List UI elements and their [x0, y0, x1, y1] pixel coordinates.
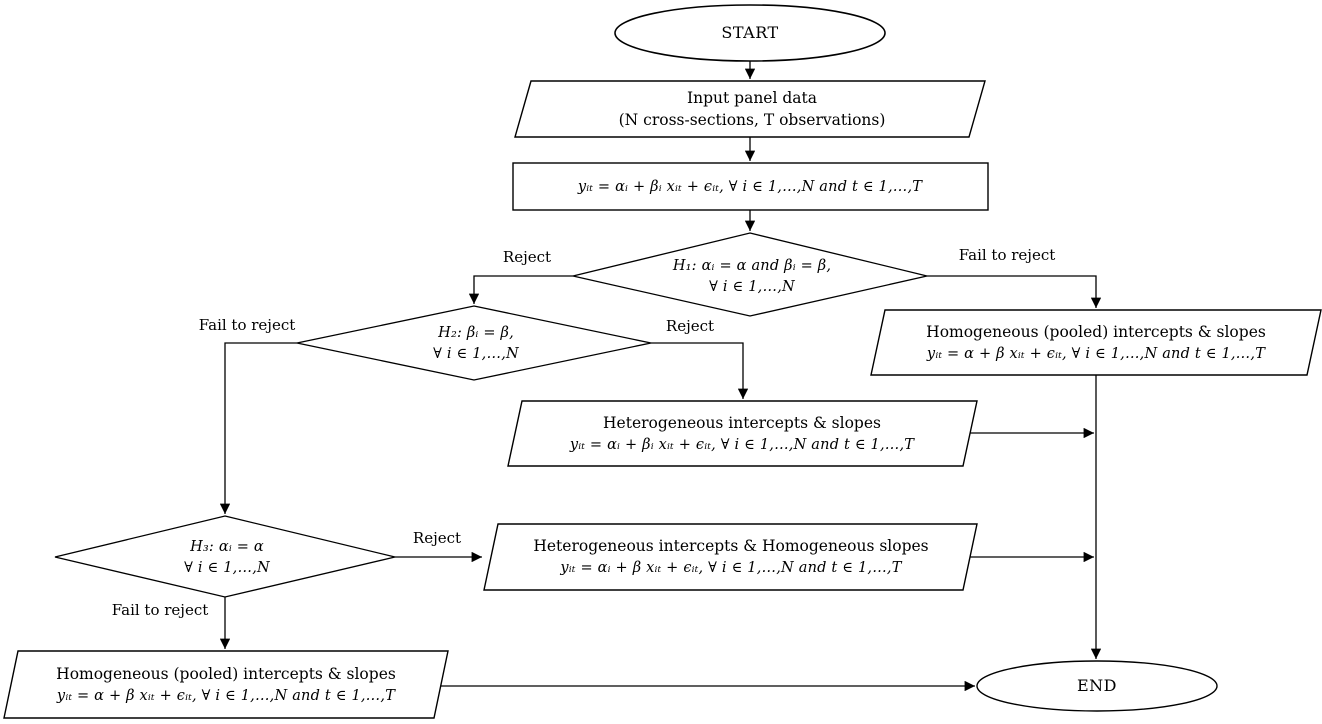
h1-hypothesis: H₁: αᵢ = α and βᵢ = β,	[672, 258, 832, 274]
input-title: Input panel data	[686, 89, 817, 107]
arrow-h2-fail-to-h3	[219, 342, 297, 514]
end-label: END	[1076, 676, 1118, 695]
h3-fail-label: Fail to reject	[111, 601, 209, 619]
het-hom-equation: yᵢₜ = αᵢ + β xᵢₜ + ϵᵢₜ, ∀ i ∈ 1,…,N and …	[560, 560, 902, 576]
hetero-equation: yᵢₜ = αᵢ + βᵢ xᵢₜ + ϵᵢₜ, ∀ i ∈ 1,…,N and…	[569, 437, 915, 453]
start-node: START	[721, 22, 778, 44]
pooled-right-equation: yᵢₜ = α + β xᵢₜ + ϵᵢₜ, ∀ i ∈ 1,…,N and t…	[926, 346, 1266, 362]
h2-decision-shape	[296, 305, 652, 381]
pooled-bottom-parallelogram-shape	[3, 650, 449, 719]
hetero-parallelogram-shape	[507, 400, 978, 467]
pooled-bottom-node: Homogeneous (pooled) intercepts & slopes…	[56, 663, 396, 707]
h1-decision-node: H₁: αᵢ = α and βᵢ = β, ∀ i ∈ 1,…,N	[673, 256, 831, 298]
pooled-right-parallelogram-shape	[870, 309, 1322, 376]
h3-hypothesis: H₃: αᵢ = α	[190, 539, 264, 555]
input-subtitle: (N cross-sections, T observations)	[618, 111, 886, 129]
end-node: END	[1077, 675, 1117, 697]
arrow-h1-reject-to-h2	[468, 275, 573, 304]
end-terminator-shape	[976, 660, 1218, 712]
h3-decision-node: H₃: αᵢ = α ∀ i ∈ 1,…,N	[184, 537, 270, 579]
arrow-h2-reject-to-hetero	[651, 342, 749, 399]
input-parallelogram-shape	[514, 80, 986, 138]
h1-decision-shape	[572, 232, 928, 317]
pooled-right-title: Homogeneous (pooled) intercepts & slopes	[926, 323, 1266, 341]
het-hom-parallelogram-shape	[483, 523, 978, 591]
h3-quantifier: ∀ i ∈ 1,…,N	[184, 560, 270, 576]
h2-hypothesis: H₂: βᵢ = β,	[438, 325, 514, 341]
h1-quantifier: ∀ i ∈ 1,…,N	[709, 279, 795, 295]
h2-quantifier: ∀ i ∈ 1,…,N	[433, 346, 519, 362]
pooled-right-node: Homogeneous (pooled) intercepts & slopes…	[926, 321, 1266, 365]
hetero-node: Heterogeneous intercepts & slopes yᵢₜ = …	[570, 412, 914, 456]
input-panel-data-node: Input panel data (N cross-sections, T ob…	[619, 87, 886, 131]
arrow-h1-fail-to-pooled-right	[927, 275, 1102, 308]
h1-reject-label: Reject	[502, 248, 552, 266]
pooled-bottom-title: Homogeneous (pooled) intercepts & slopes	[56, 665, 396, 683]
het-hom-title: Heterogeneous intercepts & Homogeneous s…	[533, 537, 929, 555]
model-equation: yᵢₜ = αᵢ + βᵢ xᵢₜ + ϵᵢₜ, ∀ i ∈ 1,…,N and…	[577, 179, 923, 195]
h2-reject-label: Reject	[665, 317, 715, 335]
hetero-title: Heterogeneous intercepts & slopes	[603, 414, 881, 432]
h2-decision-node: H₂: βᵢ = β, ∀ i ∈ 1,…,N	[433, 323, 519, 365]
h1-fail-label: Fail to reject	[958, 246, 1056, 264]
het-hom-node: Heterogeneous intercepts & Homogeneous s…	[533, 535, 928, 579]
model-equation-node: yᵢₜ = αᵢ + βᵢ xᵢₜ + ϵᵢₜ, ∀ i ∈ 1,…,N and…	[578, 176, 922, 198]
start-label: START	[721, 23, 779, 42]
pooled-bottom-equation: yᵢₜ = α + β xᵢₜ + ϵᵢₜ, ∀ i ∈ 1,…,N and t…	[56, 688, 396, 704]
h2-fail-label: Fail to reject	[198, 316, 296, 334]
h3-reject-label: Reject	[412, 529, 462, 547]
